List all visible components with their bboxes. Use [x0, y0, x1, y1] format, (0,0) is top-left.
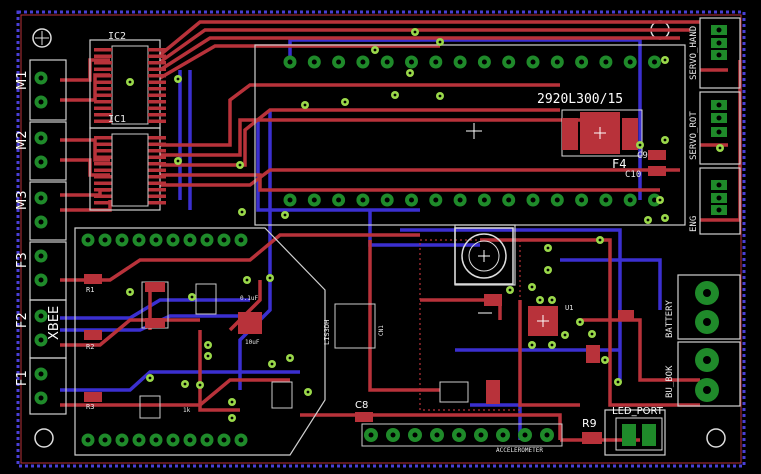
- connector-bu-bok: BU_BOK: [665, 348, 719, 402]
- mount-hole-bottom-right: [706, 428, 726, 448]
- connector-eng-label: ENG: [689, 216, 699, 232]
- connector-servo-hand-label: SERVO_HAND: [689, 26, 699, 80]
- cap-big-label: 10uF: [245, 339, 260, 346]
- led-port: LED_PORT: [612, 406, 664, 451]
- cap-small-label: 0.1uF: [240, 295, 258, 302]
- connector-bu-bok-label: BU_BOK: [665, 365, 675, 398]
- connector-m2-label: M2: [15, 131, 30, 151]
- connector-f3-label: F3: [15, 252, 30, 268]
- ic2: IC2: [94, 31, 166, 205]
- accelerometer-label: ACCELEROMETER: [496, 447, 543, 454]
- accelerometer-chip: LIS3DH CN1: [323, 303, 385, 349]
- connector-f3: F3: [15, 249, 48, 287]
- c8-label: C8: [355, 400, 368, 411]
- mount-hole-bottom-left: [34, 428, 54, 448]
- mcu-label: U1: [565, 304, 573, 312]
- ic1: IC1: [108, 114, 149, 207]
- connector-servo-hand: SERVO_HAND: [689, 25, 727, 80]
- connector-f2-label: F2: [15, 312, 30, 328]
- mcu-header-top: [283, 55, 661, 69]
- fuse-part-label: 2920L300/15: [537, 92, 623, 107]
- xbee-header-bottom: [81, 433, 248, 447]
- connector-servo-rot-label: SERVO_ROT: [689, 111, 699, 160]
- connector-m1: M1: [15, 71, 48, 109]
- connector-m1-label: M1: [15, 71, 30, 91]
- led-port-label: LED_PORT: [612, 406, 664, 417]
- origin-markers: [466, 123, 492, 314]
- potentiometer: [454, 227, 514, 285]
- r1-label: R1: [86, 286, 94, 294]
- connector-f2: F2: [15, 309, 48, 347]
- connector-m2: M2: [15, 131, 48, 169]
- xbee-label: XBEE: [47, 306, 62, 340]
- connector-battery-label: BATTERY: [665, 299, 675, 338]
- r9-label: R9: [582, 417, 597, 430]
- mcu-header-bottom: [283, 193, 661, 207]
- ic1-label: IC1: [108, 114, 126, 125]
- connector-eng: ENG: [689, 180, 727, 232]
- fuse-f4: 2920L300/15 F4: [537, 92, 643, 171]
- c10-label: C10: [625, 170, 641, 180]
- board-outline: [16, 10, 746, 468]
- f4-label: F4: [612, 157, 626, 171]
- connector-m3: M3: [15, 191, 48, 229]
- chip-u-side: CN1: [378, 325, 385, 336]
- connector-f1-label: F1: [15, 370, 30, 386]
- mcu-qfn: U1: [528, 304, 573, 336]
- one-k-label: 1k: [183, 407, 191, 414]
- connector-f1: F1: [15, 367, 48, 405]
- connector-servo-rot: SERVO_ROT: [689, 100, 727, 160]
- xbee-header-top: [81, 233, 248, 247]
- mount-hole-top-left: [32, 28, 52, 48]
- resistors: R1 R2 R3 R9: [84, 274, 602, 444]
- r2-label: R2: [86, 343, 94, 351]
- chip-u-label: LIS3DH: [323, 320, 331, 345]
- ic2-label: IC2: [108, 31, 126, 42]
- connector-m3-label: M3: [15, 191, 30, 211]
- accelerometer-header: [361, 423, 563, 447]
- connector-battery: BATTERY: [665, 281, 719, 338]
- r3-label: R3: [86, 403, 94, 411]
- caps: 0.1uF 10uF 1k C8: [139, 281, 634, 422]
- c9-label: C9: [637, 151, 648, 161]
